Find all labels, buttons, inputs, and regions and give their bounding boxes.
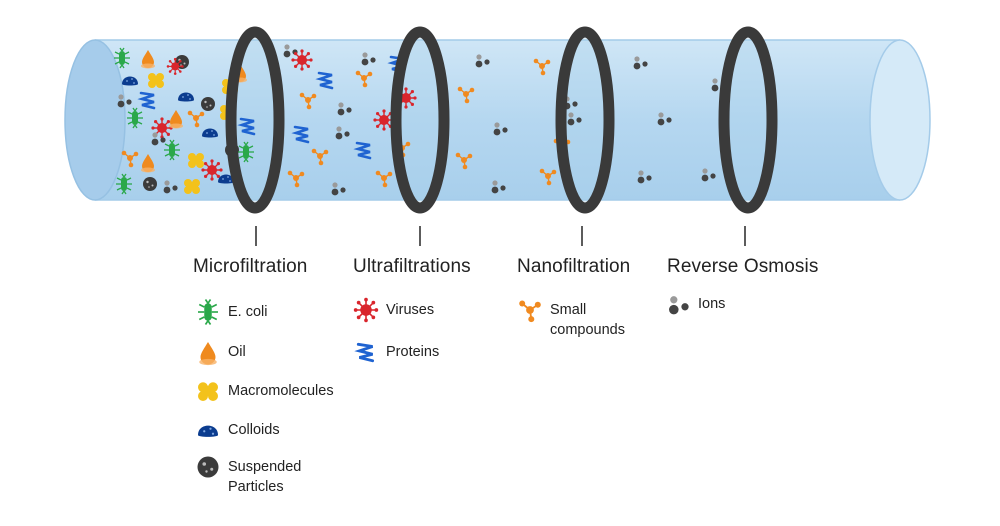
- colloid-icon: [198, 425, 218, 437]
- connector-lines: [255, 226, 746, 246]
- legend-label: Ions: [698, 296, 726, 312]
- legend-label: Colloids: [228, 422, 280, 438]
- legend-label: Oil: [228, 344, 246, 360]
- legend-label: Viruses: [386, 302, 435, 318]
- ecoli-icon: [197, 298, 219, 326]
- legend-label: Small compounds: [550, 302, 625, 338]
- tube-inlet-end: [64, 39, 126, 201]
- membrane-nanofiltration: [555, 26, 615, 214]
- stage-title-nanofiltration: Nanofiltration: [517, 256, 631, 277]
- membrane-microfiltration: [225, 26, 285, 214]
- legend-label: Macromolecules: [228, 383, 334, 399]
- stage-title-reverse-osmosis: Reverse Osmosis: [667, 256, 819, 277]
- tube-outlet-end: [869, 39, 931, 201]
- macromolecule-icon: [198, 382, 218, 401]
- oil-drop-icon: [199, 342, 217, 366]
- ion-icon: [669, 296, 689, 315]
- suspended-particle-icon: [197, 456, 219, 478]
- membrane-ultrafiltration: [390, 26, 450, 214]
- small-compound-icon: [518, 299, 542, 323]
- legend-label: Proteins: [386, 344, 440, 360]
- membranes: [225, 26, 778, 214]
- tube-body: [95, 40, 900, 200]
- stage-title-microfiltration: Microfiltration: [193, 256, 308, 277]
- stage-title-ultrafiltration: Ultrafiltrations: [353, 256, 471, 277]
- membrane-reverse-osmosis: [718, 26, 778, 214]
- protein-icon: [356, 342, 375, 363]
- legend-label: Suspended Particles: [228, 459, 302, 495]
- virus-icon: [353, 297, 379, 323]
- legend-label: E. coli: [228, 304, 268, 320]
